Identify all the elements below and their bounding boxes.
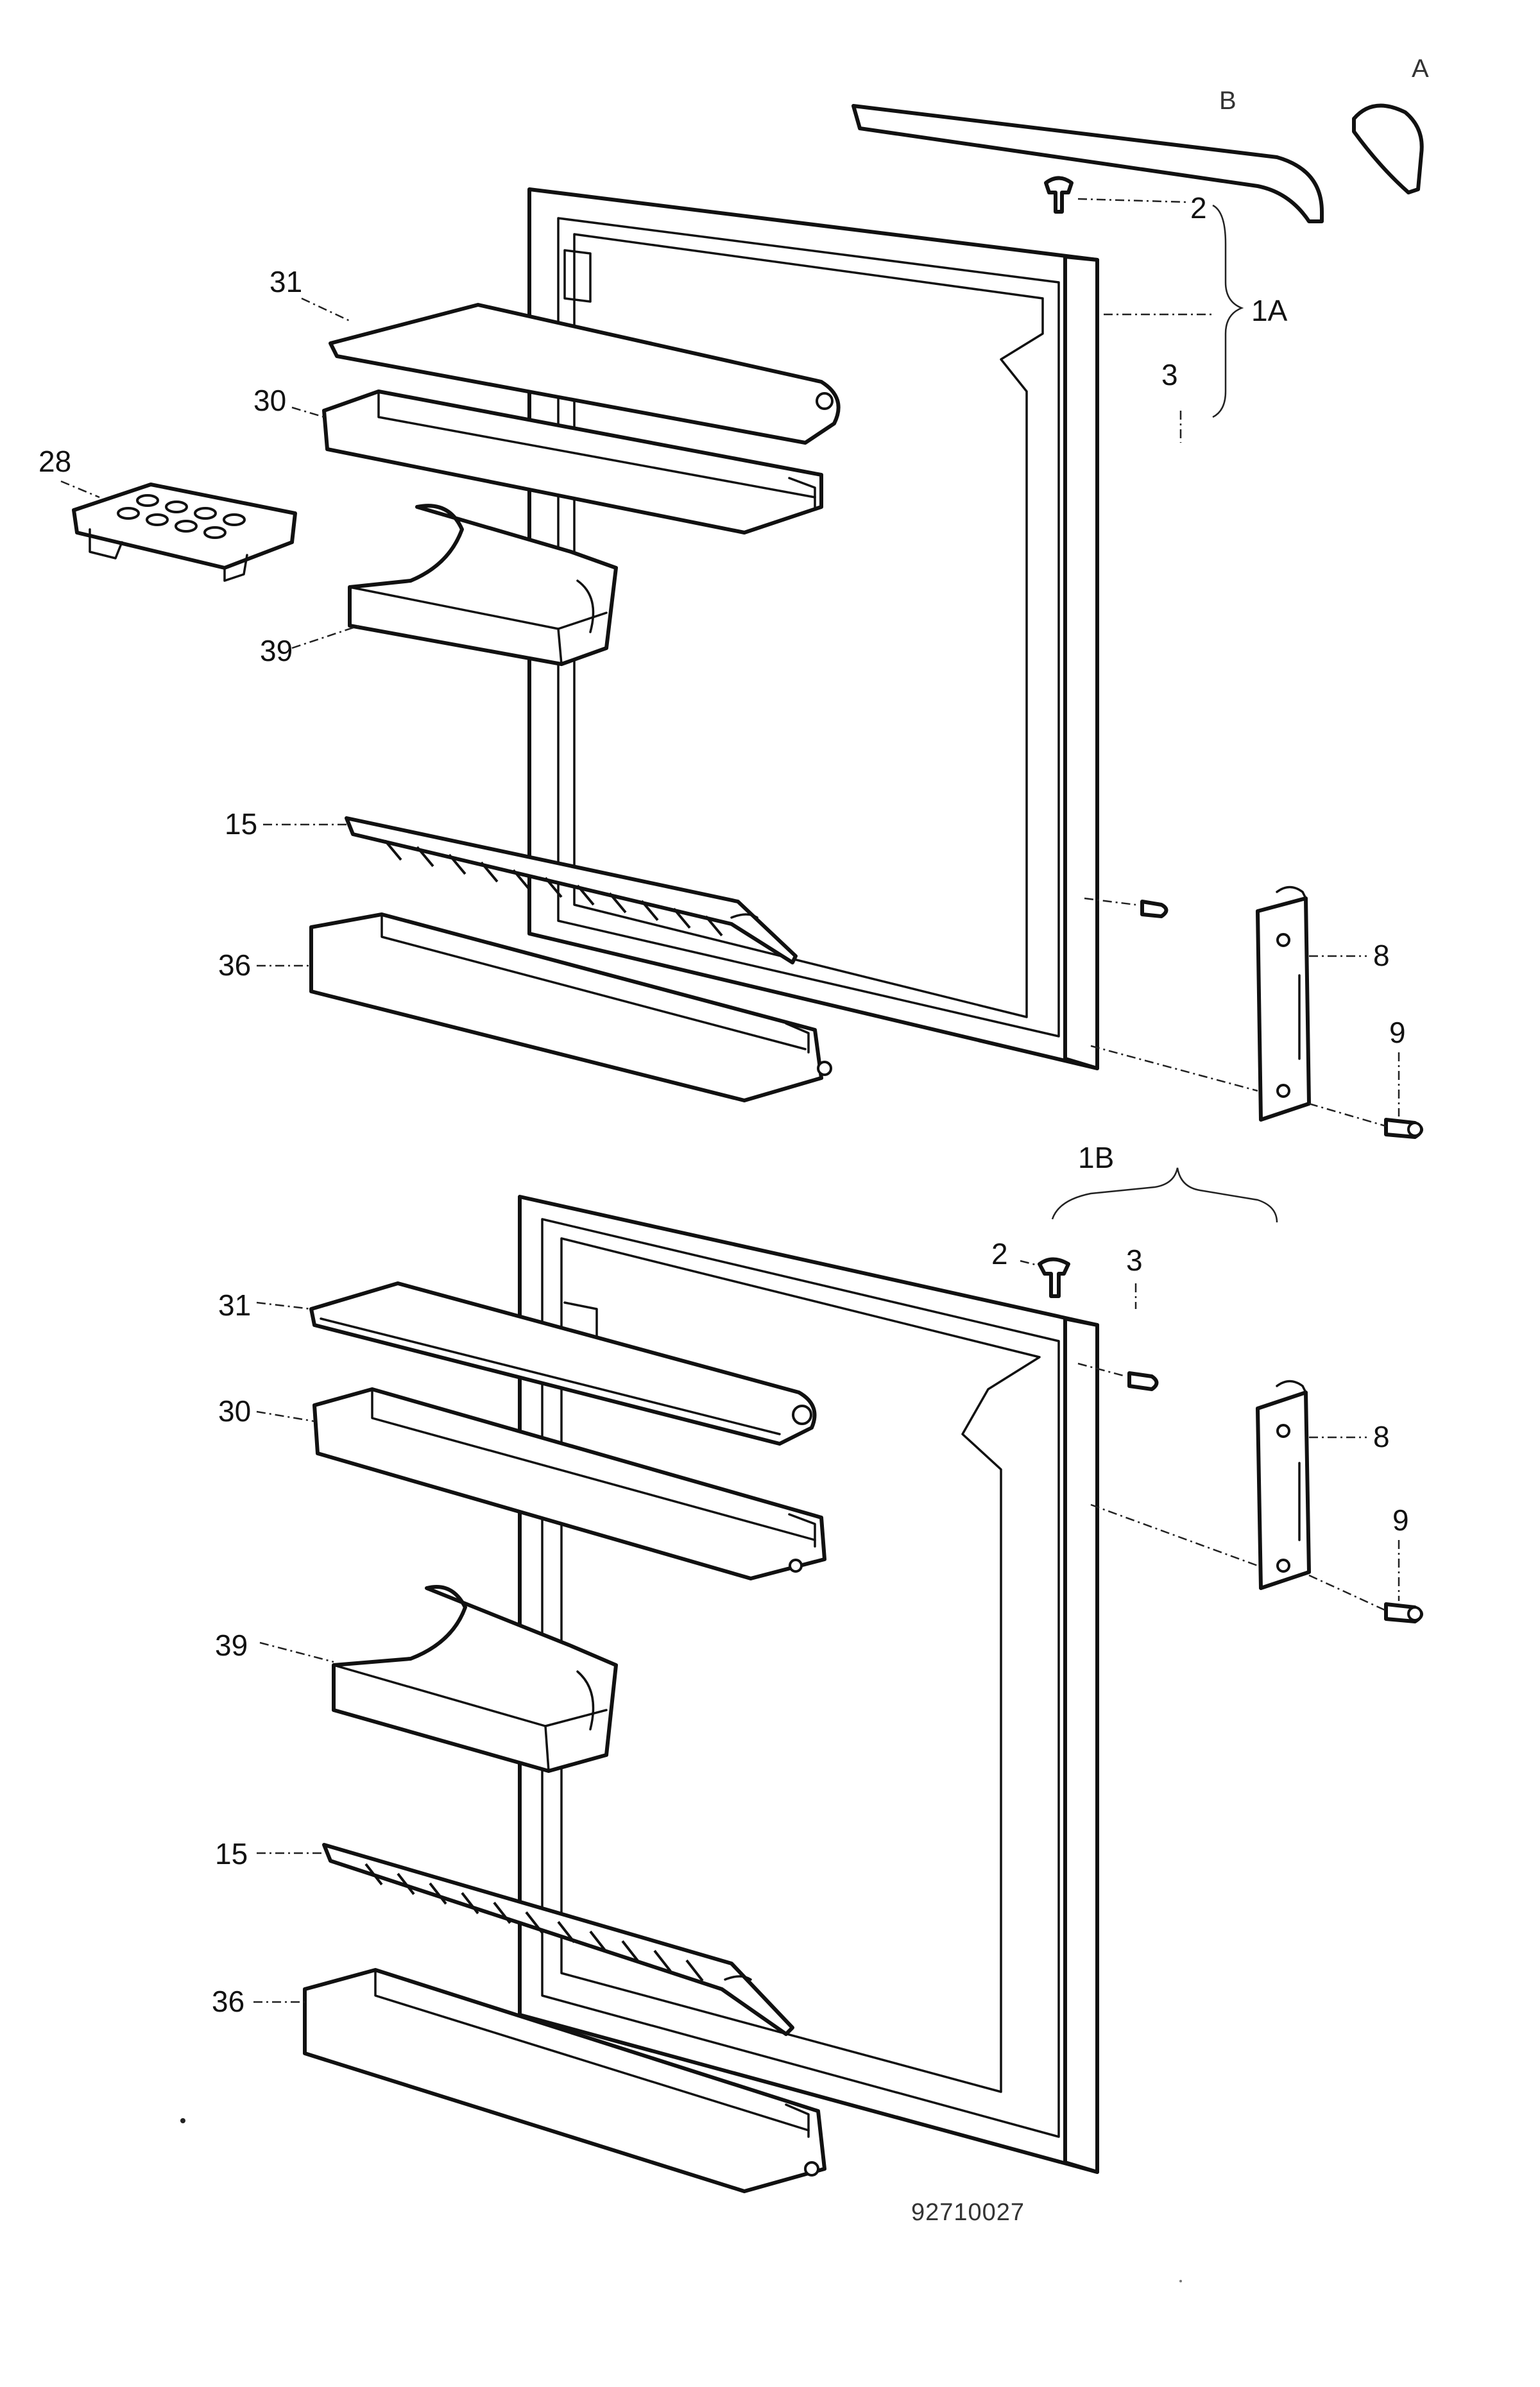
lower-shelf-30 [312,1387,826,1580]
label-upper-30: 30 [253,384,286,417]
speck [180,2118,185,2123]
label-upper-8: 8 [1373,939,1390,972]
upper-egg-tray-28 [72,483,297,582]
label-lower-31: 31 [218,1288,251,1322]
label-upper-3: 3 [1161,358,1178,391]
upper-screw-2 [1044,176,1074,214]
top-end-cap-A [1352,103,1424,194]
lower-tray-36 [303,1968,826,2193]
upper-hinge-pin-screw [1140,900,1168,918]
label-top-A: A [1412,55,1429,83]
upper-screw-9 [1384,1118,1423,1139]
label-lower-9: 9 [1392,1503,1409,1537]
lower-hinge-pin-screw [1127,1371,1159,1391]
label-lower-39: 39 [215,1629,248,1662]
label-upper-9: 9 [1389,1016,1406,1049]
speck [1179,2280,1182,2282]
label-upper-2: 2 [1190,191,1207,225]
label-lower-30: 30 [218,1394,251,1428]
label-upper-1A: 1A [1251,294,1288,327]
label-lower-1B: 1B [1078,1141,1114,1174]
upper-bin-39 [348,504,618,666]
label-upper-15: 15 [225,807,257,841]
label-lower-15: 15 [215,1837,248,1870]
label-lower-36: 36 [212,1985,244,2018]
top-trim-strip-B [851,104,1324,223]
lower-hinge-8 [1256,1380,1311,1590]
lower-rack-15 [322,1843,794,2036]
lower-shelf-31 [309,1281,817,1446]
drawing-number: 92710027 [911,2199,1025,2226]
upper-tray-36 [309,912,832,1102]
upper-shelf-31 [329,303,841,445]
label-lower-2: 2 [991,1237,1008,1270]
lower-screw-2 [1038,1257,1070,1298]
label-upper-28: 28 [38,445,71,478]
upper-rack-15 [345,816,798,964]
label-upper-39: 39 [260,634,293,667]
upper-shelf-30 [322,389,823,535]
lower-screw-9 [1384,1602,1423,1623]
label-top-B: B [1219,87,1236,115]
upper-door-frame [527,187,1099,1070]
lower-bin-39 [332,1585,618,1773]
upper-hinge-8 [1256,886,1311,1122]
label-lower-8: 8 [1373,1420,1390,1453]
label-lower-3: 3 [1126,1244,1143,1277]
label-upper-31: 31 [270,265,302,298]
label-upper-36: 36 [218,948,251,982]
